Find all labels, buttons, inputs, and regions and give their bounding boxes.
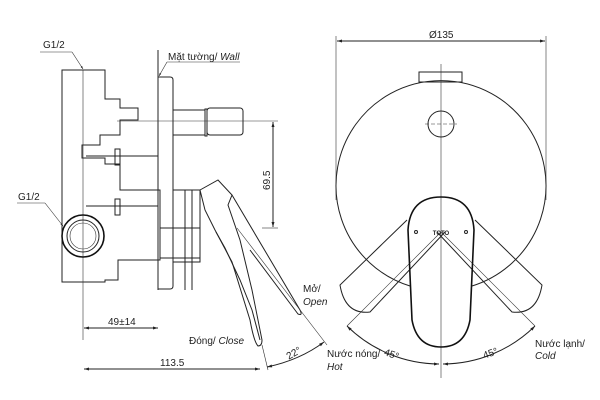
dim-depth-wall-label: 49±14 [108,317,136,328]
front-view: Ø135 TOTO 45° 45° Nước nóng/ Hot Nước lạ… [327,30,585,378]
tab [418,71,463,83]
stem [117,107,278,137]
wall-callout: Mặt tường/ Wall [158,52,240,77]
svg-text:G1/2: G1/2 [43,40,65,51]
open-label-vi: Mở/ [303,283,321,295]
cold-label-vi: Nước lạnh/ [535,339,585,350]
rotation-arc: 45° 45° [346,325,536,366]
angle-cold-label: 45° [482,346,500,362]
diameter-label: Ø135 [429,30,454,41]
dimension-49: 49±14 [84,317,158,330]
g12-top-callout: G1/2 [40,40,84,70]
dim-height-label: 69.5 [262,170,273,190]
close-label: Đóng/ Close [189,336,244,347]
wall-plate [157,50,201,290]
angle-hot-label: 45° [382,347,400,363]
hot-label-vi: Nước nóng/ [327,349,380,360]
svg-text:G1/2: G1/2 [18,192,40,203]
open-label-en: Open [303,297,328,308]
valve-body [61,69,161,340]
dimension-diameter: Ø135 [335,30,547,200]
hot-label-en: Hot [327,362,344,373]
dim-total-depth-label: 113.5 [160,358,185,369]
svg-text:Mặt tường/ Wall: Mặt tường/ Wall [168,52,240,63]
lever-handle [199,179,328,371]
lever-cold-position [436,219,543,313]
cold-label-en: Cold [535,351,556,362]
angle-22: 22° [266,341,325,368]
g12-side-callout: G1/2 [17,192,64,227]
side-view: 69.5 49±14 113.5 22° G1/2 G1/2 Mặt t [17,40,328,371]
dimension-69-5: 69.5 [262,122,278,229]
lever-hot-position [339,219,446,313]
logo: TOTO [433,231,450,237]
angle-open-label: 22° [285,345,304,362]
dimension-113-5: 113.5 [84,358,260,371]
